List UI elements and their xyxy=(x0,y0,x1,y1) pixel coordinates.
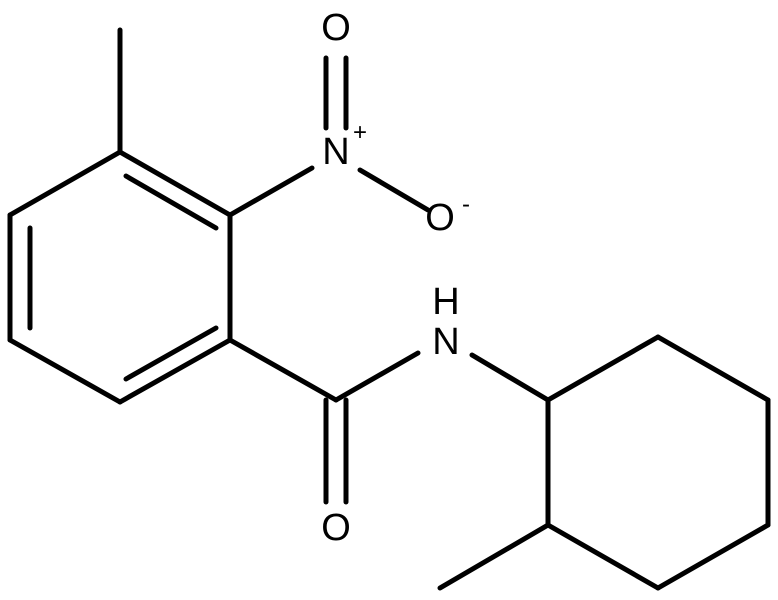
atom-amide-h: H xyxy=(432,281,459,323)
amide-group: H N O xyxy=(227,281,460,549)
nitro-group: O N + O - xyxy=(227,7,470,239)
bond-n-cyclohexyl xyxy=(469,352,551,403)
bond-ring-c1-c2-inner xyxy=(123,173,219,231)
atom-carbonyl-oxygen: O xyxy=(321,507,351,549)
atom-nitro-nitrogen: N xyxy=(322,131,349,173)
bond-cy-c1-c2 xyxy=(545,334,661,403)
bond-ring-c6-c1 xyxy=(7,149,123,218)
atom-oxygen-minus: O xyxy=(425,197,455,239)
benzene-ring xyxy=(7,149,233,405)
charge-minus: - xyxy=(462,191,470,218)
bond-ring-nitro-n xyxy=(227,165,315,218)
bond-cy-c4-c5 xyxy=(655,522,771,591)
bond-cyclohexane-methyl xyxy=(437,522,551,591)
cyclohexane-ring xyxy=(469,334,771,591)
bond-ring-carbonyl-c xyxy=(227,337,339,403)
atom-oxygen-top: O xyxy=(321,7,351,49)
bond-cy-c2-c3 xyxy=(655,334,771,403)
atom-amide-n: N xyxy=(432,321,459,363)
bond-nitro-n-o-single xyxy=(357,167,431,213)
bond-ring-c4-c5 xyxy=(7,337,123,405)
bond-ring-c3-c4 xyxy=(117,337,233,405)
bond-ring-c1-c2 xyxy=(117,149,233,218)
charge-plus: + xyxy=(353,119,367,146)
bond-cy-c5-c6 xyxy=(545,522,661,591)
bond-carbonyl-c-n xyxy=(333,350,421,403)
bond-ring-c3-c4-inner xyxy=(123,325,219,382)
